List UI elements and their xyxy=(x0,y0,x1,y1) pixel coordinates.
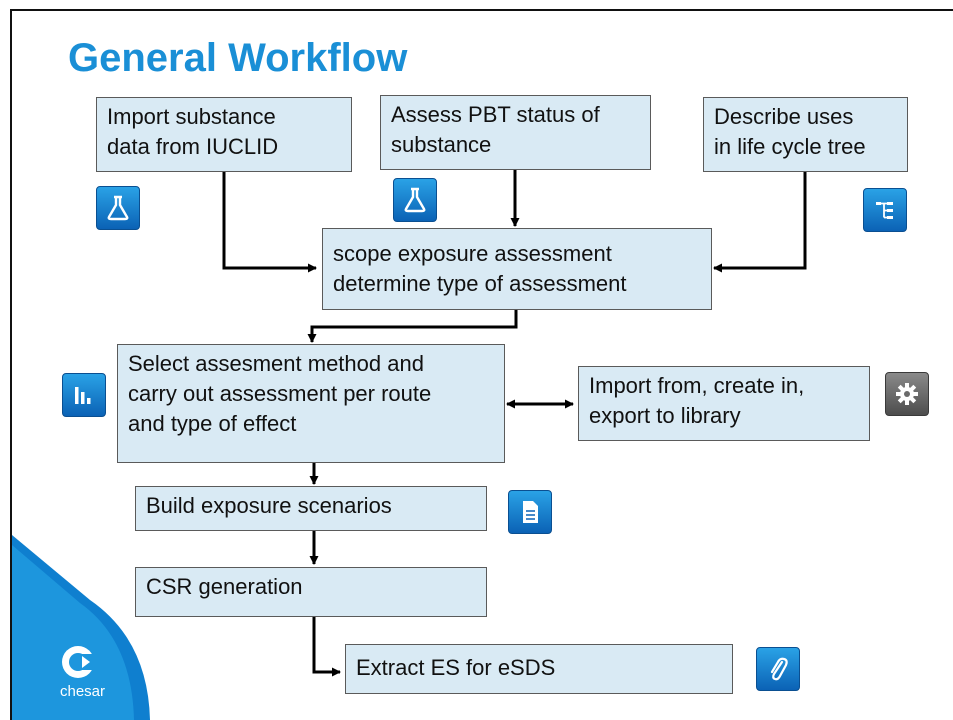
slide-frame-left xyxy=(10,9,12,720)
page-title: General Workflow xyxy=(68,36,408,80)
library-box: Import from, create in, export to librar… xyxy=(578,366,870,441)
arrow-import-to-scope xyxy=(222,172,317,273)
csr-generation-box: CSR generation xyxy=(135,567,487,617)
chesar-logo-text: chesar xyxy=(60,683,106,700)
describe-uses-box: Describe uses in life cycle tree xyxy=(703,97,908,172)
gear-icon xyxy=(885,372,929,416)
assess-pbt-box: Assess PBT status of substance xyxy=(380,95,651,170)
document-icon xyxy=(508,490,552,534)
slide-frame-top xyxy=(10,9,953,11)
scope-exposure-box: scope exposure assessment determine type… xyxy=(322,228,712,310)
flask-icon xyxy=(96,186,140,230)
arrow-csr-to-extract xyxy=(312,617,341,677)
flask-icon xyxy=(393,178,437,222)
chesar-logo-icon xyxy=(62,646,96,678)
select-method-box: Select assesment method and carry out as… xyxy=(117,344,505,463)
paperclip-icon xyxy=(756,647,800,691)
arrow-uses-to-scope xyxy=(713,172,807,273)
tree-icon xyxy=(863,188,907,232)
import-substance-box: Import substance data from IUCLID xyxy=(96,97,352,172)
build-scenarios-box: Build exposure scenarios xyxy=(135,486,487,531)
bar-chart-icon xyxy=(62,373,106,417)
arrow-scope-to-select xyxy=(307,310,518,343)
extract-es-box: Extract ES for eSDS xyxy=(345,644,733,694)
